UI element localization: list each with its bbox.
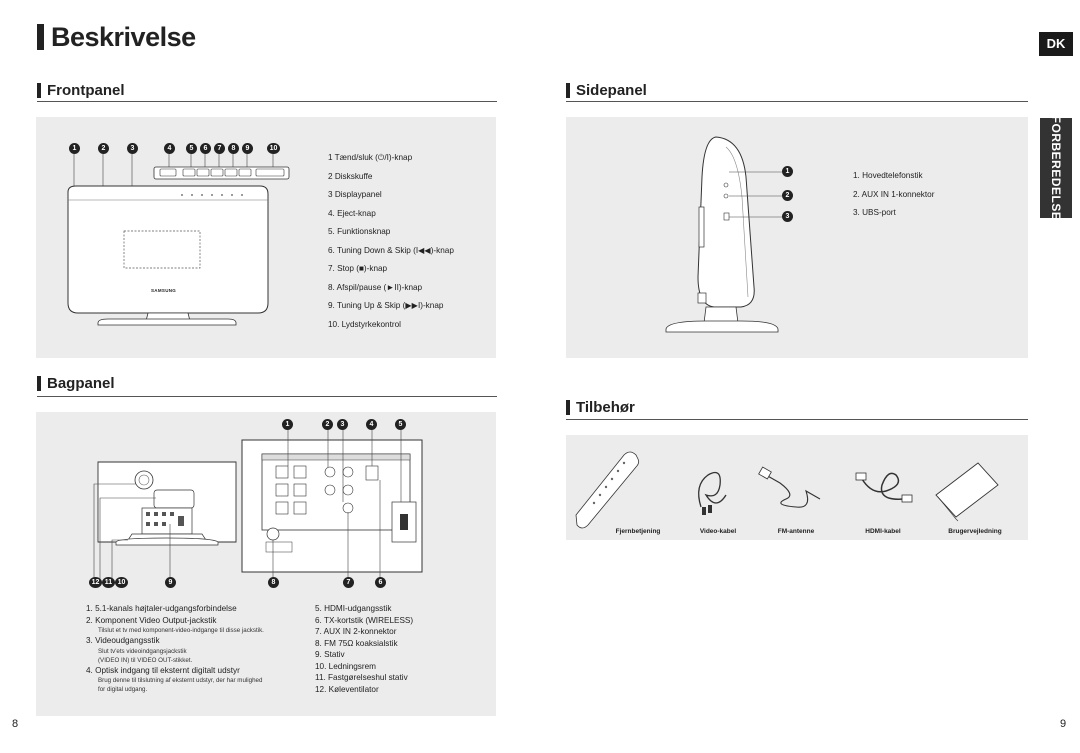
back-callout-8: 8 [268,577,279,588]
language-badge: DK [1039,32,1073,56]
callout-1: 1 [69,143,80,154]
front-item-3: 3 Displaypanel [328,190,382,199]
frontpanel-title: Frontpanel [47,82,125,99]
bagpanel-title: Bagpanel [47,375,115,392]
back-item-11: 11. Fastgørelseshul stativ [315,673,408,682]
front-item-4: 4. Eject-knap [328,208,376,218]
callout-7: 7 [214,143,225,154]
frontpanel-bar [37,83,41,98]
side-legend: 1. Hovedtelefonstik 2. AUX IN 1-konnekto… [853,167,934,223]
front-item-9: 9. Tuning Up & Skip (▶▶I)-knap [328,301,444,310]
accessory-label-fm-antenna: FM-antenne [777,528,815,535]
title-bar [37,24,44,50]
callout-9: 9 [242,143,253,154]
back-item-9: 9. Stativ [315,650,345,659]
back-callout-3: 3 [337,419,348,430]
back-callout-7: 7 [343,577,354,588]
side-item-2: 2. AUX IN 1-konnektor [853,189,935,199]
remote-icon [575,451,640,529]
tilbehor-rule [566,419,1028,420]
back-item-1: 1. 5.1-kanals højtaler-udgangsforbindels… [86,604,237,613]
back-item-6: 6. TX-kortstik (WIRELESS) [315,615,414,625]
back-note-4b: for digital udgang. [98,686,148,693]
side-item-1: 1. Hovedtelefonstik [853,171,923,180]
back-callout-9: 9 [165,577,176,588]
tilbehor-bar [566,400,570,415]
page-title: Beskrivelse [51,22,196,52]
sidepanel-title: Sidepanel [576,82,647,99]
bagpanel-rule [37,396,497,397]
sidepanel-bar [566,83,570,98]
section-side-tab: FORBEREDELSE [1040,116,1072,220]
page-number-right: 9 [1060,718,1067,730]
front-item-6: 6. Tuning Down & Skip (I◀◀)-knap [328,245,454,255]
accessories-illustration [575,451,999,529]
callout-4: 4 [164,143,175,154]
side-callout-2: 2 [782,190,793,201]
frontpanel-rule [37,101,497,102]
callout-2: 2 [98,143,109,154]
sidepanel-illustration-box [566,117,1028,358]
bagpanel-bar [37,376,41,391]
back-callout-6: 6 [375,577,386,588]
side-callout-1: 1 [782,166,793,177]
front-brand-logo: SAMSUNG [151,288,177,293]
sidepanel-rule [566,101,1028,102]
front-item-7: 7. Stop (■)-knap [328,264,388,273]
front-legend: 1 Tænd/sluk (⏻/I)-knap 2 Diskskuffe 3 Di… [328,149,454,334]
back-item-10: 10. Ledningsrem [315,661,376,671]
back-legend-right: 5. HDMI-udgangsstik 6. TX-kortstik (WIRE… [315,603,413,695]
back-item-3: 3. Videoudgangsstik [86,636,160,645]
callout-10: 10 [267,143,280,154]
side-callout-3: 3 [782,211,793,222]
back-callout-1: 1 [282,419,293,430]
front-item-10: 10. Lydstyrkekontrol [328,319,401,329]
side-item-3: 3. UBS-port [853,208,896,217]
front-item-2: 2 Diskskuffe [328,171,373,181]
back-callout-2: 2 [322,419,333,430]
front-item-5: 5. Funktionsknap [328,227,391,236]
back-item-4: 4. Optisk indgang til eksternt digitalt … [86,665,240,675]
callout-3: 3 [127,143,138,154]
callout-5: 5 [186,143,197,154]
back-item-2: 2. Komponent Video Output-jackstik [86,615,217,625]
accessory-label-remote: Fjernbetjening [615,528,661,535]
back-callout-10: 10 [115,577,128,588]
back-note-3b: (VIDEO IN) til VIDEO OUT-stikket. [98,656,193,664]
back-callout-4: 4 [366,419,377,430]
back-note-2: Tilslut et tv med komponent-video-indgan… [98,627,264,634]
back-item-8: 8. FM 75Ω koaksialstik [315,638,398,648]
back-item-5: 5. HDMI-udgangsstik [315,604,392,613]
back-legend-left: 1. 5.1-kanals højtaler-udgangsforbindels… [86,603,264,694]
back-note-4a: Brug denne til tilslutning af eksternt u… [98,677,263,684]
accessory-label-video-cable: Video-kabel [699,528,737,535]
back-item-12: 12. Køleventilator [315,684,379,694]
page-number-left: 8 [12,718,19,730]
tilbehor-title: Tilbehør [576,399,635,416]
back-callout-12: 12 [89,577,102,588]
accessory-label-manual: Brugervejledning [948,528,1002,535]
side-unit-illustration [665,136,782,333]
callout-8: 8 [228,143,239,154]
back-unit-illustration [93,430,423,580]
front-item-1: 1 Tænd/sluk (⏻/I)-knap [328,153,413,162]
front-unit-illustration [67,154,290,326]
back-callout-5: 5 [395,419,406,430]
accessory-label-hdmi-cable: HDMI-kabel [865,528,901,535]
callout-6: 6 [200,143,211,154]
back-item-7: 7. AUX IN 2-konnektor [315,627,397,636]
back-callout-11: 11 [102,577,115,588]
front-item-8: 8. Afspil/pause (►II)-knap [328,282,423,292]
back-note-3a: Slut tv'ets videoindgangsjackstik [98,647,187,655]
